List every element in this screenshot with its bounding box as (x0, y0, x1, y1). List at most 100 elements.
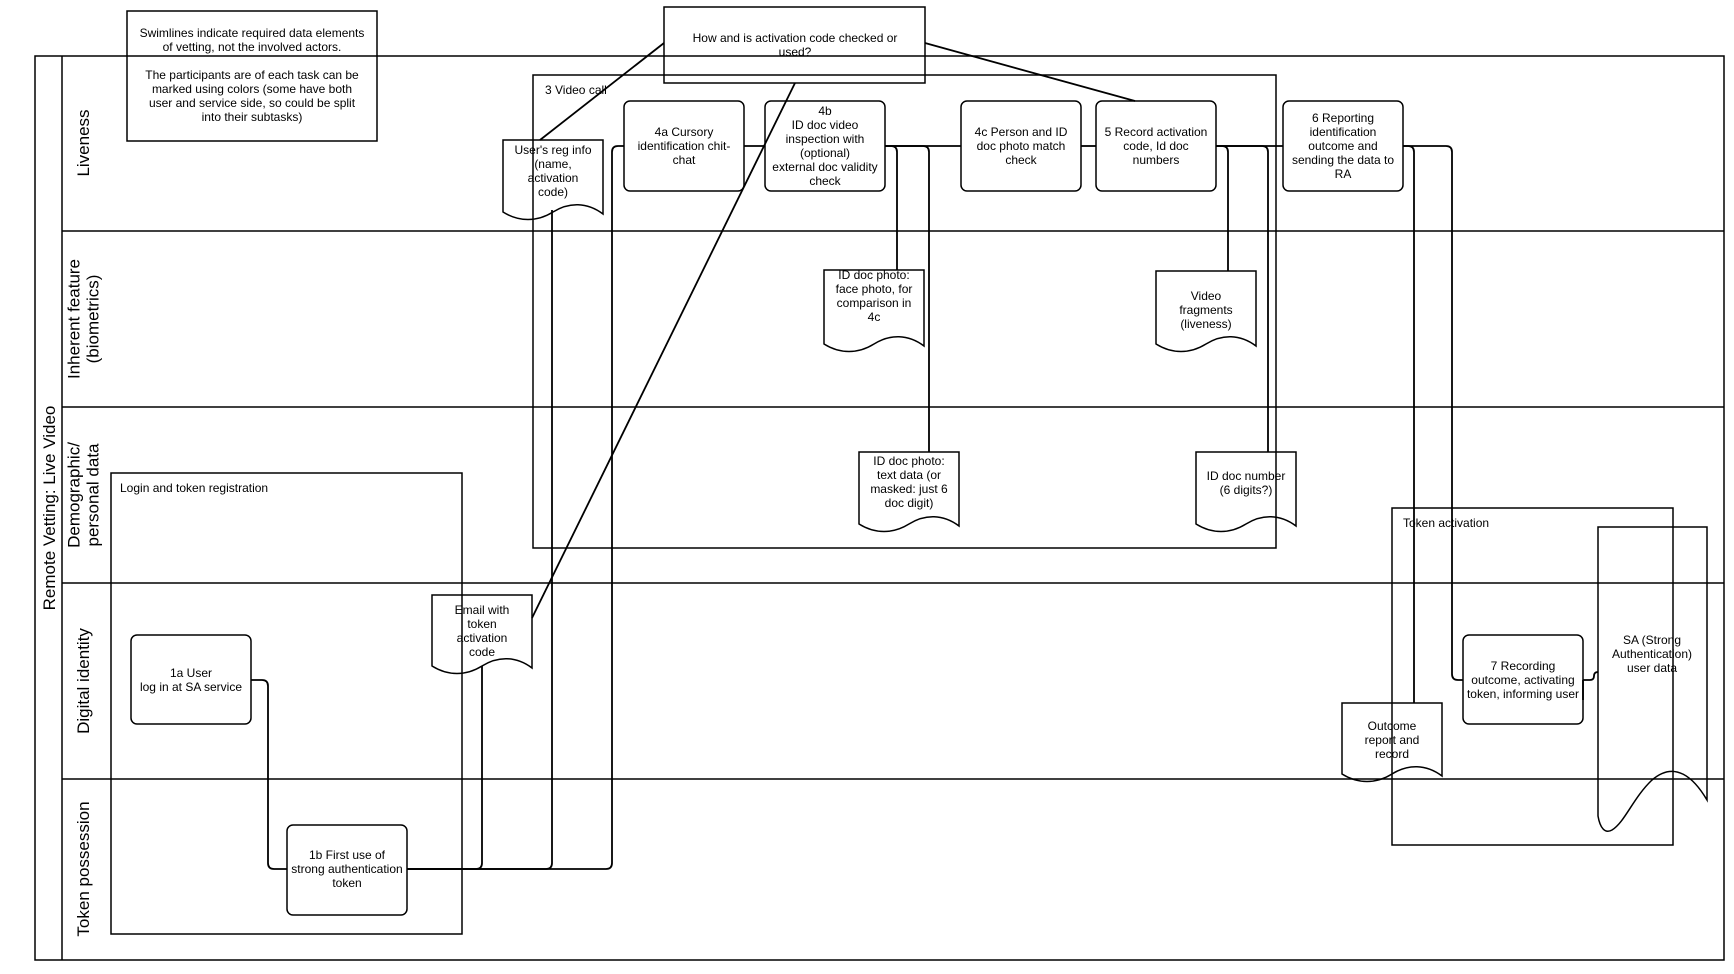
task-4c-label-line: 4c Person and ID (975, 125, 1068, 139)
doc-outcome-label-line: report and (1365, 733, 1420, 747)
task-1b-box[interactable] (286, 824, 408, 916)
note-swimlanes-line: marked using colors (some have both (152, 82, 352, 96)
doc-outcome-label-line: Outcome (1368, 719, 1417, 733)
doc-docnumber-label-line: (6 digits?) (1220, 483, 1273, 497)
task-5-label-line: 5 Record activation (1105, 125, 1208, 139)
task-7-label-line: token, informing user (1467, 687, 1579, 701)
note-swimlanes-line: The participants are of each task can be (145, 68, 359, 82)
doc-email-label-line: Email with (455, 603, 510, 617)
note-swimlanes-line: Swimlines indicate required data element… (140, 26, 365, 40)
task-5-label-line: numbers (1133, 153, 1180, 167)
doc-textdata-label-line: doc digit) (885, 496, 934, 510)
note-swimlanes-box (126, 10, 378, 142)
doc-sa-label-line: Authentication) (1612, 647, 1692, 661)
group-login (110, 472, 463, 935)
task-4b-label-line: check (809, 174, 841, 188)
lane-liveness-label-line: Liveness (74, 109, 93, 176)
task-6-label-line: RA (1335, 167, 1352, 181)
lane-token-label: Token possession (74, 801, 93, 936)
group-token-activation (1391, 507, 1674, 846)
doc-reginfo-label-line: activation (528, 171, 579, 185)
task-1a-label-line: log in at SA service (140, 680, 242, 694)
doc-video-label-line: (liveness) (1180, 317, 1231, 331)
task-4a-label-line: identification chit- (638, 139, 731, 153)
doc-video-label-line: Video (1191, 289, 1222, 303)
doc-video[interactable] (1155, 270, 1257, 353)
doc-email-label-line: token (467, 617, 496, 631)
task-4a-label-line: 4a Cursory (655, 125, 714, 139)
task-4b-label-line: ID doc video (792, 118, 859, 132)
doc-reginfo-label-line: (name, (534, 157, 571, 171)
pool-title-group: Remote Vetting: Live Video (40, 406, 59, 611)
doc-reginfo-label-line: code) (538, 185, 568, 199)
lane-liveness-label-group: Liveness (74, 109, 93, 176)
task-1b-label-line: 1b First use of (309, 848, 386, 862)
task-6-label-line: sending the data to (1292, 153, 1394, 167)
doc-sa-label-line: user data (1627, 661, 1677, 675)
lane-inherent-label-line: (biometrics) (83, 275, 102, 364)
task-7-label-line: 7 Recording (1491, 659, 1556, 673)
doc-reginfo[interactable] (502, 139, 604, 221)
task-6-label-line: 6 Reporting (1312, 111, 1374, 125)
doc-email-label-line: activation (457, 631, 508, 645)
doc-textdata-label-line: ID doc photo: (873, 454, 944, 468)
lane-inherent-label-line: Inherent feature (64, 259, 83, 379)
doc-facephoto[interactable] (823, 269, 925, 353)
task-4b-label-line: 4b (818, 104, 832, 118)
doc-docnumber-label-line: ID doc number (1207, 469, 1286, 483)
lane-token-label-line: Token possession (74, 801, 93, 936)
doc-outcome[interactable] (1341, 702, 1443, 783)
task-1b-label-line: strong authentication (291, 862, 402, 876)
doc-textdata[interactable] (858, 451, 960, 533)
task-1b-label-line: token (332, 876, 361, 890)
doc-docnumber[interactable] (1195, 451, 1297, 533)
task-4b-label-line: (optional) (800, 146, 850, 160)
doc-reginfo-label-line: User's reg info (515, 143, 592, 157)
task-1a-label-line: 1a User (170, 666, 212, 680)
doc-textdata-label-line: masked: just 6 (870, 482, 948, 496)
doc-facephoto-label-line: 4c (868, 310, 881, 324)
note-swimlanes-line: of vetting, not the involved actors. (163, 40, 342, 54)
note-swimlanes-line: user and service side, so could be split (149, 96, 356, 110)
lane-demographic-label: Demographic/personal data (64, 442, 102, 548)
note-swimlanes: Swimlines indicate required data element… (140, 26, 365, 124)
lane-inherent-label-group: Inherent feature(biometrics) (64, 259, 102, 379)
note-question-line: How and is activation code checked or (693, 31, 898, 45)
doc-docnumber-label: ID doc number(6 digits?) (1207, 469, 1286, 497)
lane-digital-label-group: Digital identity (74, 628, 93, 734)
task-4c-label-line: doc photo match (977, 139, 1066, 153)
doc-video-label-line: fragments (1179, 303, 1232, 317)
task-4a-label-line: chat (673, 153, 696, 167)
lane-demographic-label-group: Demographic/personal data (64, 442, 102, 548)
doc-email[interactable] (431, 594, 533, 675)
group-video-call-label: 3 Video call (545, 83, 607, 97)
note-swimlanes-line: into their subtasks) (202, 110, 303, 124)
lane-liveness-label: Liveness (74, 109, 93, 176)
doc-email-label-line: code (469, 645, 495, 659)
lane-token-label-group: Token possession (74, 801, 93, 936)
group-token-activation-label: Token activation (1403, 516, 1489, 530)
task-6-label-line: outcome and (1308, 139, 1377, 153)
text-layer: Swimlines indicate required data element… (140, 26, 1692, 890)
doc-textdata-label-line: text data (or (877, 468, 941, 482)
doc-sa[interactable] (1597, 526, 1708, 832)
lane-digital-label: Digital identity (74, 628, 93, 734)
task-7-label-line: outcome, activating (1471, 673, 1574, 687)
doc-outcome-label-line: record (1375, 747, 1409, 761)
pool-border (34, 55, 1725, 961)
